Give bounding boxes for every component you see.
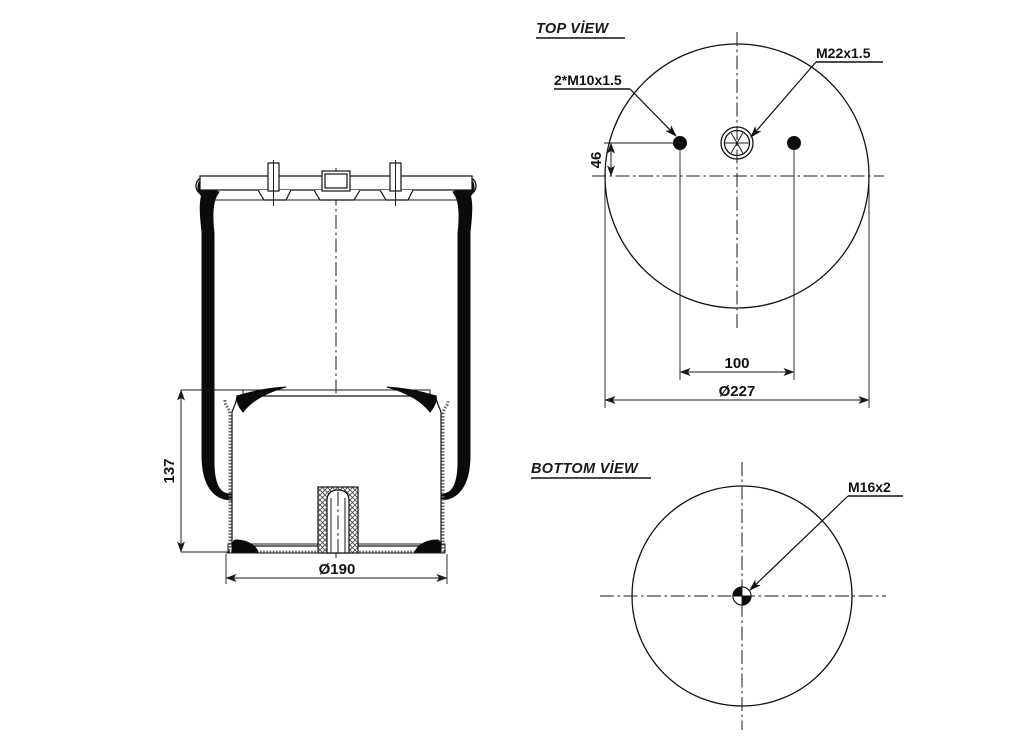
piston-port-symbol — [732, 586, 752, 606]
dimension-stud-spacing: 100 — [679, 143, 795, 380]
callout-piston-port: M16x2 — [749, 479, 903, 591]
top-view-heading: TOP VİEW — [536, 20, 610, 37]
dimension-piston-height: 137 — [161, 389, 250, 553]
dimension-label-d190: Ø190 — [319, 561, 356, 578]
callout-label-piston-port: M16x2 — [848, 479, 891, 495]
air-port-symbol — [720, 126, 754, 160]
mounting-studs — [267, 160, 402, 206]
dimension-label-46: 46 — [588, 152, 605, 169]
callout-port: M22x1.5 — [750, 45, 883, 138]
callout-label-port: M22x1.5 — [816, 45, 871, 61]
dimension-stud-offset: 46 — [588, 142, 680, 177]
dimension-label-137: 137 — [161, 458, 178, 483]
dimension-plate-diameter: Ø227 — [604, 176, 870, 408]
bottom-view-heading: BOTTOM VİEW — [531, 460, 639, 477]
section-view: 137 Ø190 — [161, 160, 477, 584]
bottom-view: BOTTOM VİEW M16x2 — [531, 460, 903, 730]
top-view: TOP VİEW 2*M10x1.5 — [536, 20, 884, 408]
dimension-label-d227: Ø227 — [719, 383, 756, 400]
piston — [223, 386, 450, 556]
callout-stud: 2*M10x1.5 — [554, 72, 677, 137]
dimension-label-100: 100 — [724, 355, 749, 372]
air-port-boss — [321, 170, 351, 192]
callout-label-stud: 2*M10x1.5 — [554, 72, 622, 88]
dimension-piston-diameter: Ø190 — [225, 554, 448, 584]
